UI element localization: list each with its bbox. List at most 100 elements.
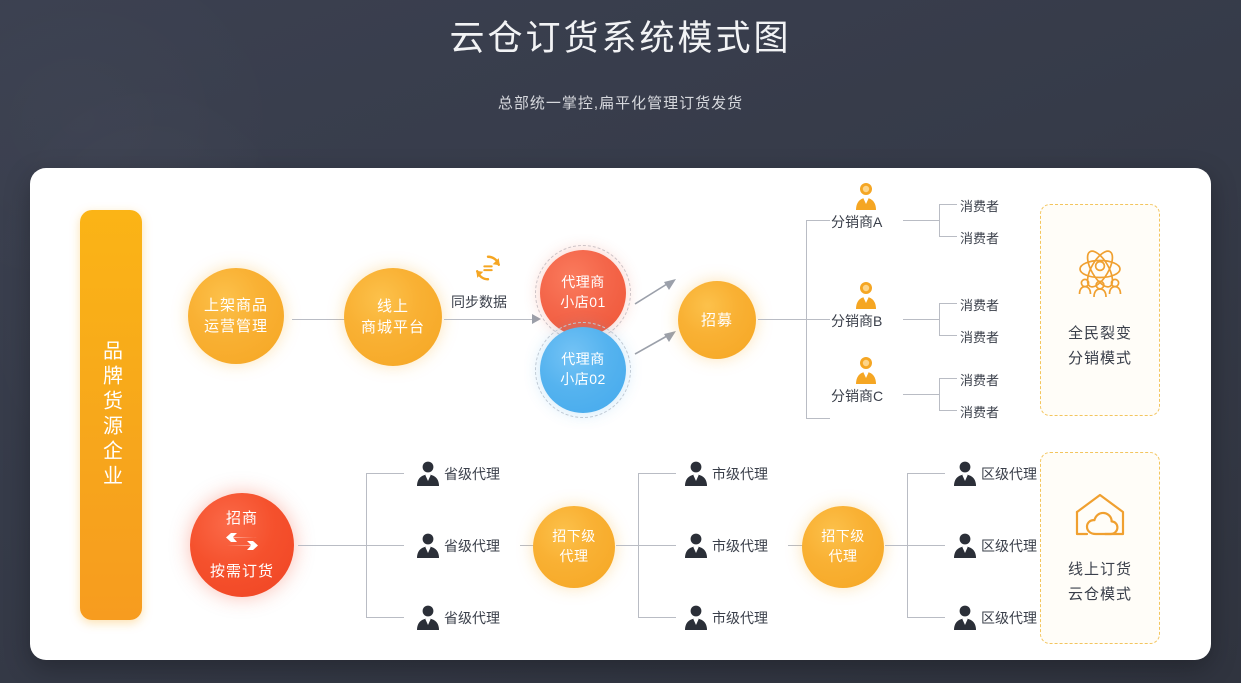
connector-merchant-prov1 (366, 473, 404, 474)
side-card-viral-line1: 全民裂变 (1067, 324, 1132, 342)
node-agent-shop-01-line1: 代理商 (561, 274, 605, 291)
connector-node3-dist3 (907, 617, 945, 618)
node-online-mall-line2: 商城平台 (360, 319, 425, 336)
connector-distB-stem (903, 319, 939, 320)
node-merchant-recruitment-line1: 招商 (225, 510, 258, 528)
arrow-shop01-to-recruit (634, 276, 680, 311)
node-merchant-recruitment-line2: 按需订货 (209, 562, 274, 580)
consumer-label: 消费者 (960, 330, 1000, 345)
atom-people-icon (1072, 249, 1128, 309)
district-agent-label: 区级代理 (981, 610, 1037, 626)
connector-distC-consumer2 (939, 410, 957, 411)
connector-node3-dist1 (907, 473, 945, 474)
connector-recruit-to-distA (806, 220, 830, 221)
person-dark-icon (684, 460, 708, 491)
connector-node2-city3 (638, 617, 676, 618)
city-agent-label: 市级代理 (712, 466, 768, 482)
side-card-cloud-warehouse[interactable]: 线上订货 云仓模式 (1040, 452, 1160, 644)
node-recruit-sub-agent-2[interactable]: 招下级 代理 (802, 506, 884, 588)
sync-icon (473, 253, 503, 288)
node-merchant-recruitment[interactable]: 招商 按需订货 (190, 493, 294, 597)
node-agent-shop-01[interactable]: 代理商 小店01 (540, 250, 626, 336)
connector-recruit-to-distC (806, 418, 830, 419)
page-header: 云仓订货系统模式图 总部统一掌控,扁平化管理订货发货 (0, 0, 1241, 113)
consumer-label: 消费者 (960, 405, 1000, 420)
connector-distA-stem (903, 220, 939, 221)
node-recruit-sub-agent-1-line1: 招下级 (552, 528, 596, 545)
arrow-shop02-to-recruit (634, 330, 680, 365)
person-orange-icon (850, 354, 882, 391)
connector-node2-city2 (638, 545, 676, 546)
district-agent-label: 区级代理 (981, 466, 1037, 482)
city-agent-label: 市级代理 (712, 610, 768, 626)
distributor-c-label: 分销商C (831, 388, 884, 404)
arrow-mall-to-shops (532, 314, 541, 324)
connector-distC-consumer1 (939, 378, 957, 379)
person-dark-icon (684, 604, 708, 635)
provincial-agent-label: 省级代理 (444, 538, 500, 554)
node-agent-shop-01-line2: 小店01 (560, 294, 606, 310)
connector-node3-dist2 (907, 545, 945, 546)
connector-merchant-prov2 (366, 545, 404, 546)
person-orange-icon (850, 279, 882, 316)
connector-distC-bracket (939, 378, 940, 410)
node-recruit-label: 招募 (700, 311, 733, 329)
city-agent-label: 市级代理 (712, 538, 768, 554)
node-product-listing-line2: 运营管理 (203, 318, 268, 335)
sync-data-label: 同步数据 (451, 294, 507, 310)
connector-distB-consumer2 (939, 335, 957, 336)
connector-distC-stem (903, 394, 939, 395)
node-recruit-sub-agent-1-line2: 代理 (559, 548, 589, 564)
provincial-agent-label: 省级代理 (444, 610, 500, 626)
consumer-label: 消费者 (960, 373, 1000, 388)
node-recruit[interactable]: 招募 (678, 281, 756, 359)
connector-mall-to-shops (444, 319, 534, 320)
distributor-a-label: 分销商A (831, 214, 883, 230)
connector-recruit-to-distB (806, 319, 830, 320)
connector-recruit-stem (758, 319, 806, 320)
person-orange-icon (850, 180, 882, 217)
page-subtitle: 总部统一掌控,扁平化管理订货发货 (497, 95, 744, 112)
connector-merchant-prov3 (366, 617, 404, 618)
connector-merchant-stem (298, 545, 366, 546)
consumer-label: 消费者 (960, 298, 1000, 313)
person-dark-icon (953, 460, 977, 491)
connector-distA-consumer2 (939, 236, 957, 237)
district-agent-label: 区级代理 (981, 538, 1037, 554)
side-card-viral-distribution[interactable]: 全民裂变 分销模式 (1040, 204, 1160, 416)
node-recruit-sub-agent-2-line1: 招下级 (821, 528, 865, 545)
node-online-mall[interactable]: 线上 商城平台 (344, 268, 442, 366)
provincial-agent-label: 省级代理 (444, 466, 500, 482)
person-dark-icon (684, 532, 708, 563)
person-dark-icon (416, 460, 440, 491)
person-dark-icon (953, 532, 977, 563)
consumer-label: 消费者 (960, 199, 1000, 214)
node-recruit-sub-agent-1[interactable]: 招下级 代理 (533, 506, 615, 588)
node-online-mall-line1: 线上 (376, 298, 409, 315)
side-card-cloud-line2: 云仓模式 (1067, 585, 1132, 603)
cloud-house-icon (1071, 490, 1129, 545)
exchange-arrows-icon (225, 532, 259, 557)
node-agent-shop-02-line2: 小店02 (560, 371, 606, 387)
node-recruit-sub-agent-2-line2: 代理 (828, 548, 858, 564)
shop-02-ring (535, 322, 631, 418)
node-agent-shop-02[interactable]: 代理商 小店02 (540, 327, 626, 413)
connector-node2-stem (616, 545, 638, 546)
person-dark-icon (953, 604, 977, 635)
node-product-listing[interactable]: 上架商品 运营管理 (188, 268, 284, 364)
node-agent-shop-02-line1: 代理商 (561, 351, 605, 368)
consumer-label: 消费者 (960, 231, 1000, 246)
connector-distA-consumer1 (939, 204, 957, 205)
connector-distA-bracket (939, 204, 940, 236)
diagram-panel: 品牌货源企业 上架商品 运营管理 线上 商城平台 同步数据 代理商 小店01 代… (30, 168, 1211, 660)
node-product-listing-line1: 上架商品 (203, 297, 268, 314)
page-title: 云仓订货系统模式图 (449, 19, 792, 58)
distributor-b-label: 分销商B (831, 313, 883, 329)
connector-listing-to-mall (292, 319, 354, 320)
connector-distB-consumer1 (939, 303, 957, 304)
connector-node3-stem (885, 545, 907, 546)
side-card-cloud-line1: 线上订货 (1067, 560, 1132, 578)
brand-source-bar-label: 品牌货源企业 (99, 340, 122, 490)
connector-distB-bracket (939, 303, 940, 335)
brand-source-bar: 品牌货源企业 (80, 210, 142, 620)
